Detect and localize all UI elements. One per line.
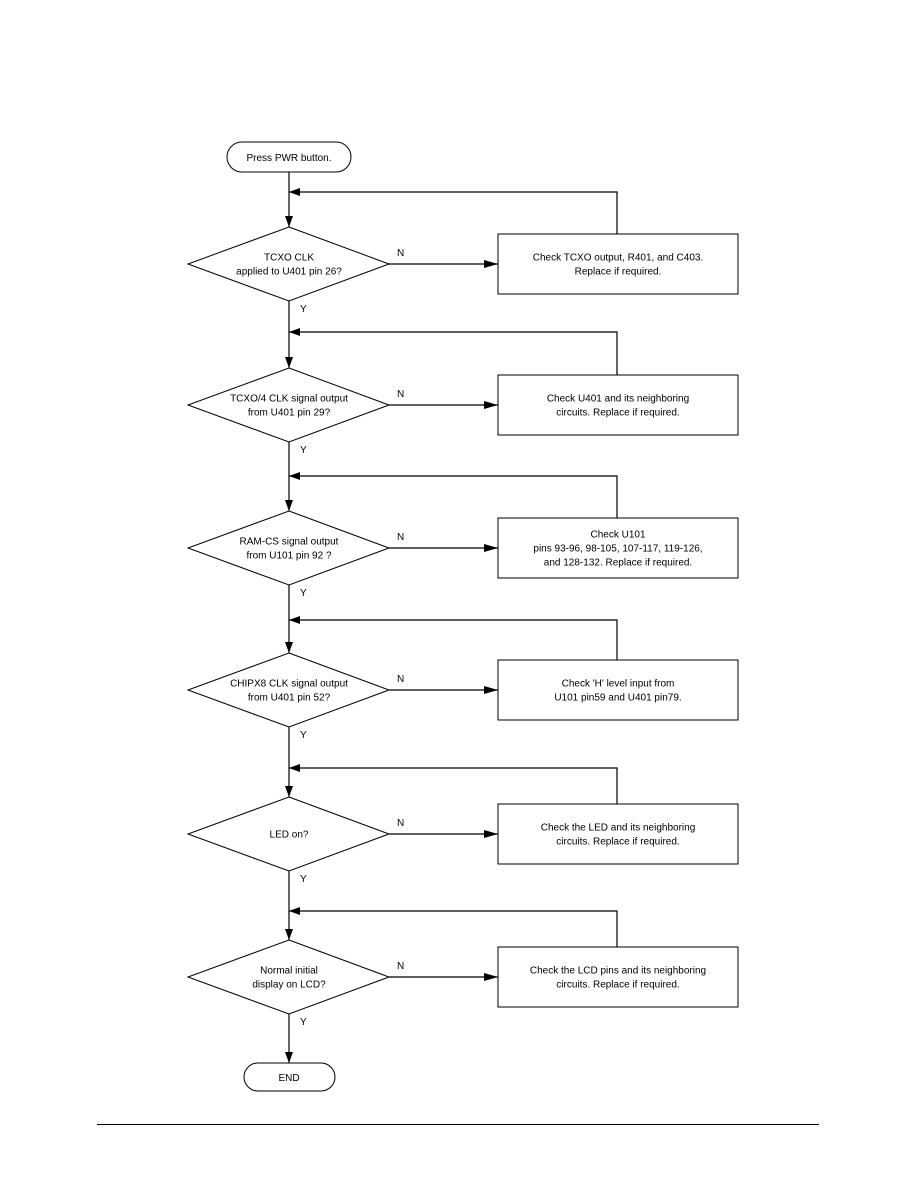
action-text: circuits. Replace if required. [556, 408, 679, 419]
arrowhead-right [484, 260, 498, 268]
no-label: N [397, 248, 404, 259]
action-text: Check TCXO output, R401, and C403. [533, 253, 703, 264]
no-label: N [397, 674, 404, 685]
action-text: pins 93-96, 98-105, 107-117, 119-126, [533, 544, 702, 555]
arrowhead-right [484, 686, 498, 694]
arrowhead-right [484, 401, 498, 409]
decision-diamond: Normal initial display on LCD? [186, 939, 391, 1015]
yes-label: Y [300, 730, 307, 741]
action-text: Replace if required. [575, 267, 662, 278]
step-5: LED on? N Check the LED and its neighborin… [186, 764, 739, 911]
decision-text: Normal initial [260, 966, 318, 977]
loop-back [289, 191, 618, 234]
decision-text: CHIPX8 CLK signal output [230, 679, 348, 690]
arrowhead-left [289, 472, 300, 480]
loop-back [289, 910, 618, 947]
action-text: Check the LCD pins and its neighboring [530, 966, 706, 977]
yes-label: Y [300, 304, 307, 315]
footer-rule [97, 1124, 819, 1125]
start-label: Press PWR button. [246, 153, 331, 164]
step-1: TCXO CLK applied to U401 pin 26? N Check TC… [186, 188, 739, 332]
start-terminator: Press PWR button. [226, 141, 352, 173]
step-6: Normal initial display on LCD? N Check the … [186, 907, 739, 1063]
arrowhead-down [285, 1052, 293, 1063]
decision-text: TCXO CLK [264, 253, 314, 264]
decision-text: applied to U401 pin 26? [236, 267, 342, 278]
action-box: Check the LCD pins and its neighboring ci… [497, 946, 739, 1008]
decision-text: display on LCD? [252, 980, 326, 991]
loop-back [289, 767, 618, 804]
action-box: Check TCXO output, R401, and C403. Replac… [497, 233, 739, 295]
decision-text: LED on? [270, 830, 309, 841]
step-2: TCXO/4 CLK signal output from U401 pin 29… [186, 328, 739, 476]
action-text: circuits. Replace if required. [556, 980, 679, 991]
loop-back [289, 475, 618, 518]
arrowhead-down [285, 786, 293, 797]
action-text: circuits. Replace if required. [556, 837, 679, 848]
decision-text: RAM-CS signal output [240, 537, 339, 548]
end-terminator: END [243, 1062, 336, 1092]
action-text: Check U401 and its neighboring [547, 394, 689, 405]
no-label: N [397, 389, 404, 400]
decision-diamond: RAM-CS signal output from U101 pin 92 ? [186, 510, 391, 586]
arrowhead-left [289, 616, 300, 624]
arrowhead-right [484, 973, 498, 981]
end-label: END [278, 1073, 299, 1084]
arrowhead-right [484, 830, 498, 838]
arrowhead-down [285, 500, 293, 511]
action-text: U101 pin59 and U401 pin79. [554, 693, 681, 704]
loop-back [289, 331, 618, 375]
action-box: Check the LED and its neighboring circuit… [497, 803, 739, 865]
arrowhead-left [289, 907, 300, 915]
decision-diamond: LED on? [186, 796, 391, 872]
action-box: Check U101 pins 93-96, 98-105, 107-117, 1… [497, 517, 739, 579]
decision-text: TCXO/4 CLK signal output [230, 394, 348, 405]
action-text: Check U101 [590, 530, 645, 541]
no-label: N [397, 532, 404, 543]
action-text: and 128-132. Replace if required. [544, 558, 692, 569]
yes-label: Y [300, 1017, 307, 1028]
action-text: Check 'H' level input from [562, 679, 675, 690]
yes-label: Y [300, 588, 307, 599]
yes-label: Y [300, 874, 307, 885]
decision-text: from U101 pin 92 ? [246, 551, 331, 562]
decision-text: from U401 pin 29? [248, 408, 331, 419]
action-text: Check the LED and its neighboring [541, 823, 696, 834]
arrowhead-down [285, 216, 293, 227]
decision-diamond: CHIPX8 CLK signal output from U401 pin 52… [186, 652, 391, 728]
arrowhead-left [289, 188, 300, 196]
decision-diamond: TCXO CLK applied to U401 pin 26? [186, 226, 391, 302]
step-3: RAM-CS signal output from U101 pin 92 ? N C… [186, 472, 739, 620]
no-label: N [397, 961, 404, 972]
arrowhead-down [285, 929, 293, 940]
arrowhead-right [484, 544, 498, 552]
yes-label: Y [300, 445, 307, 456]
decision-diamond: TCXO/4 CLK signal output from U401 pin 29… [186, 367, 391, 443]
arrowhead-left [289, 328, 300, 336]
no-label: N [397, 818, 404, 829]
loop-back [289, 619, 618, 660]
decision-text: from U401 pin 52? [248, 693, 331, 704]
arrowhead-down [285, 642, 293, 653]
action-box: Check U401 and its neighboring circuits. … [497, 374, 739, 436]
step-4: CHIPX8 CLK signal output from U401 pin 52… [186, 616, 739, 768]
arrowhead-left [289, 764, 300, 772]
arrowhead-down [285, 357, 293, 368]
